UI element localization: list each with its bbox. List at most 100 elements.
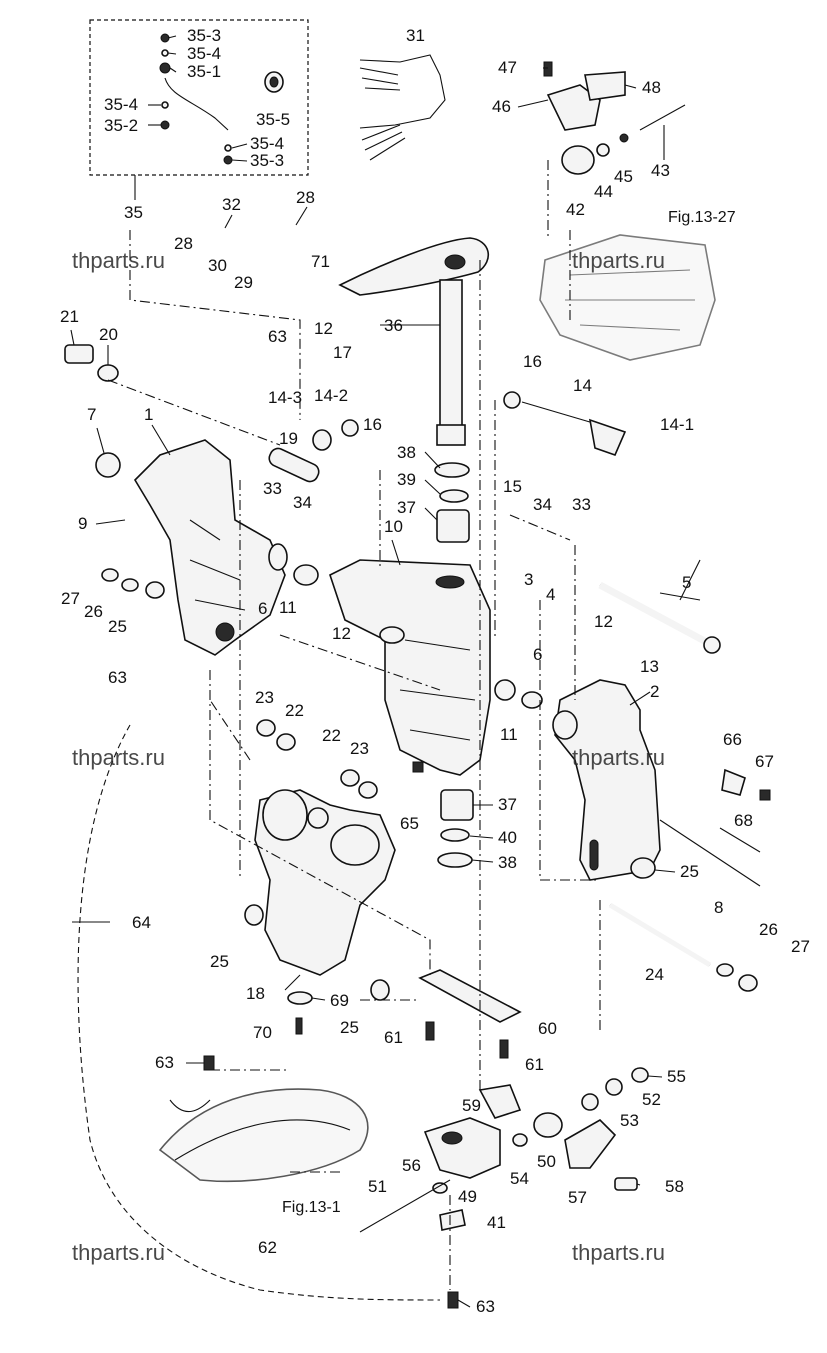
- callout-38: 38: [498, 853, 517, 872]
- callout-43: 43: [651, 161, 670, 180]
- callout-34: 34: [533, 495, 552, 514]
- callout-13: 13: [640, 657, 659, 676]
- callout-45: 45: [614, 167, 633, 186]
- callout-18: 18: [246, 984, 265, 1003]
- callout-30: 30: [208, 256, 227, 275]
- callout-37: 37: [498, 795, 517, 814]
- callout-53: 53: [620, 1111, 639, 1130]
- callout-7: 7: [87, 405, 96, 424]
- callout-71: 71: [311, 252, 330, 271]
- kit-35-parts: [159, 33, 284, 165]
- callout-35-4: 35-4: [250, 134, 284, 153]
- callout-46: 46: [492, 97, 511, 116]
- callout-31: 31: [406, 26, 425, 45]
- callout-labels: 35-3 35-4 35-1 35-4 35-2 35-5 35-4 35-3 …: [60, 26, 810, 1316]
- callout-35: 35: [124, 203, 143, 222]
- callout-33: 33: [263, 479, 282, 498]
- callout-3: 3: [524, 570, 533, 589]
- callout-17: 17: [333, 343, 352, 362]
- callout-63: 63: [476, 1297, 495, 1316]
- callout-63: 63: [268, 327, 287, 346]
- callout-44: 44: [594, 182, 613, 201]
- callout-11: 11: [500, 725, 518, 744]
- upper-right-parts: [543, 61, 686, 175]
- callout-34: 34: [293, 493, 312, 512]
- watermark: thparts.ru: [572, 745, 665, 770]
- callout-4: 4: [546, 585, 555, 604]
- callout-70: 70: [253, 1023, 272, 1042]
- callout-54: 54: [510, 1169, 529, 1188]
- watermark: thparts.ru: [72, 1240, 165, 1265]
- callout-48: 48: [642, 78, 661, 97]
- figure-ref: Fig.13-27: [668, 209, 736, 226]
- callout-11: 11: [279, 598, 297, 617]
- callout-16: 16: [363, 415, 382, 434]
- callout-12: 12: [314, 319, 333, 338]
- callout-51: 51: [368, 1177, 387, 1196]
- callout-41: 41: [487, 1213, 506, 1232]
- callout-35-3: 35-3: [187, 26, 221, 45]
- callout-57: 57: [568, 1188, 587, 1207]
- callout-8: 8: [714, 898, 723, 917]
- callout-26: 26: [759, 920, 778, 939]
- lower-unit-ghost: [158, 1088, 369, 1183]
- swivel-bracket: [329, 559, 491, 776]
- leader-lines: [70, 35, 701, 1308]
- callout-42: 42: [566, 200, 585, 219]
- callout-60: 60: [538, 1019, 557, 1038]
- callout-35-1: 35-1: [187, 62, 221, 81]
- callout-29: 29: [234, 273, 253, 292]
- callout-69: 69: [330, 991, 349, 1010]
- callout-22: 22: [285, 701, 304, 720]
- callout-52: 52: [642, 1090, 661, 1109]
- callout-27: 27: [61, 589, 80, 608]
- callout-14: 14: [573, 376, 592, 395]
- callout-23: 23: [350, 739, 369, 758]
- callout-67: 67: [755, 752, 774, 771]
- kit-35-box: [89, 19, 309, 176]
- callout-58: 58: [665, 1177, 684, 1196]
- callout-16: 16: [523, 352, 542, 371]
- callout-2: 2: [650, 682, 659, 701]
- callout-64: 64: [132, 913, 151, 932]
- callout-49: 49: [458, 1187, 477, 1206]
- callout-47: 47: [498, 58, 517, 77]
- callout-12: 12: [594, 612, 613, 631]
- harness-31: [359, 54, 446, 161]
- callout-35-4: 35-4: [187, 44, 221, 63]
- callout-9: 9: [78, 514, 87, 533]
- callout-35-3: 35-3: [250, 151, 284, 170]
- callout-39: 39: [397, 470, 416, 489]
- callout-61: 61: [384, 1028, 403, 1047]
- watermark: thparts.ru: [572, 1240, 665, 1265]
- callout-38: 38: [397, 443, 416, 462]
- callout-23: 23: [255, 688, 274, 707]
- callout-25: 25: [680, 862, 699, 881]
- callout-56: 56: [402, 1156, 421, 1175]
- callout-40: 40: [498, 828, 517, 847]
- callout-68: 68: [734, 811, 753, 830]
- watermark: thparts.ru: [72, 248, 165, 273]
- callout-24: 24: [645, 965, 664, 984]
- callout-1: 1: [144, 405, 153, 424]
- callout-14-1: 14-1: [660, 415, 694, 434]
- callout-19: 19: [279, 429, 298, 448]
- callout-25: 25: [210, 952, 229, 971]
- figure-ref: Fig.13-1: [282, 1199, 341, 1216]
- clamp-bracket-left: [133, 439, 286, 656]
- callout-55: 55: [667, 1067, 686, 1086]
- callout-33: 33: [572, 495, 591, 514]
- callout-37: 37: [397, 498, 416, 517]
- callout-6: 6: [258, 599, 267, 618]
- callout-35-2: 35-2: [104, 116, 138, 135]
- callout-10: 10: [384, 517, 403, 536]
- callout-6: 6: [533, 645, 542, 664]
- callout-32: 32: [222, 195, 241, 214]
- callout-66: 66: [723, 730, 742, 749]
- watermark: thparts.ru: [572, 248, 665, 273]
- callout-63: 63: [155, 1053, 174, 1072]
- callout-62: 62: [258, 1238, 277, 1257]
- callout-63: 63: [108, 668, 127, 687]
- engine-mount-ghost: [539, 234, 716, 361]
